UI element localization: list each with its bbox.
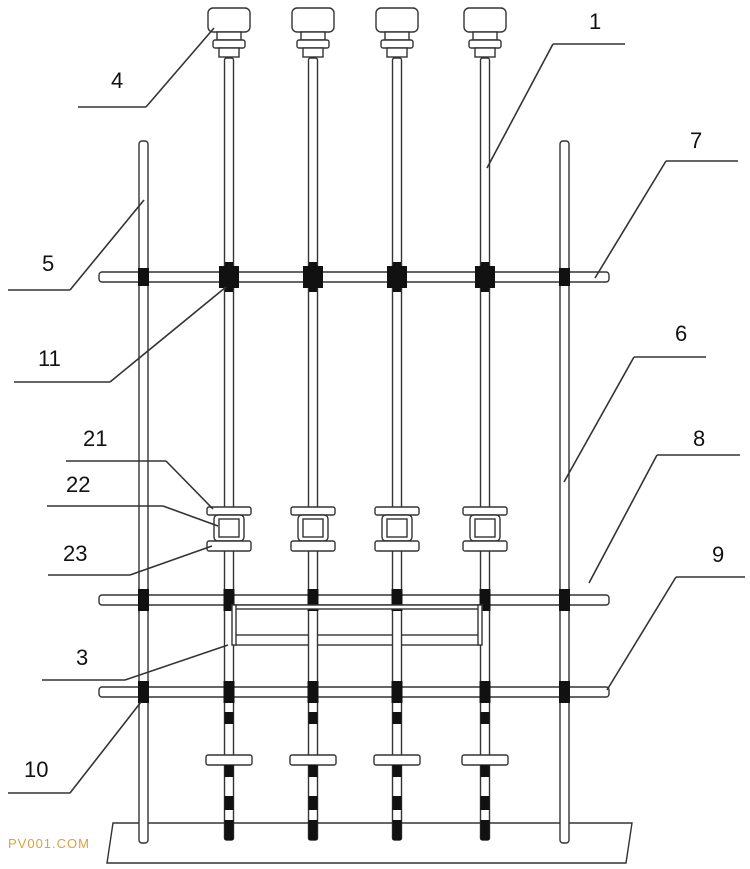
knob-neck-1 <box>216 31 242 41</box>
label-21: 21 <box>83 426 107 451</box>
lower-collar-2 <box>289 754 337 766</box>
segment-b-1 <box>224 765 234 777</box>
knob-neck-3 <box>384 31 410 41</box>
label-3: 3 <box>76 645 88 670</box>
joint-rod-mid-2 <box>307 589 319 611</box>
knob-collar-2 <box>296 39 330 49</box>
knob-3 <box>375 7 419 33</box>
clamp-lower-plate-3 <box>374 540 420 552</box>
joint-rod-mid-4 <box>479 589 491 611</box>
clamp-upper-plate-4 <box>462 506 508 516</box>
label-10: 10 <box>24 757 48 782</box>
label-23: 23 <box>63 541 87 566</box>
label-5: 5 <box>42 251 54 276</box>
lower-collar-1 <box>205 754 253 766</box>
lower-crossbar <box>98 686 610 698</box>
joint-rod-top-core-1 <box>225 262 233 292</box>
joint-left-mid <box>138 589 149 611</box>
joint-right-low <box>559 681 570 703</box>
vertical-rod-group <box>205 7 509 841</box>
segment-b-3 <box>392 765 402 777</box>
clamp-sleeve-inner-2 <box>302 518 324 538</box>
label-1: 1 <box>589 9 601 34</box>
lower-collar-3 <box>373 754 421 766</box>
joint-rod-mid-3 <box>391 589 403 611</box>
knob-base-4 <box>474 47 496 58</box>
clamp-lower-plate-2 <box>290 540 336 552</box>
clamp-upper-plate-1 <box>206 506 252 516</box>
joint-rod-low-4 <box>479 681 491 703</box>
knob-base-3 <box>386 47 408 58</box>
segment-a-3 <box>392 712 402 724</box>
clamp-lower-plate-4 <box>462 540 508 552</box>
clamp-upper-plate-2 <box>290 506 336 516</box>
knob-collar-3 <box>380 39 414 49</box>
joint-rod-top-core-2 <box>309 262 317 292</box>
middle-crossbar <box>98 594 610 606</box>
clamp-sleeve-inner-3 <box>386 518 408 538</box>
frame-part-3 <box>477 604 483 646</box>
connecting-frame <box>231 634 483 646</box>
label-6: 6 <box>675 321 687 346</box>
base-plate <box>106 822 633 864</box>
joint-rod-low-1 <box>223 681 235 703</box>
segment-a-1 <box>224 712 234 724</box>
knob-base-2 <box>302 47 324 58</box>
top-crossbar <box>98 271 610 283</box>
joint-rod-top-core-3 <box>393 262 401 292</box>
segment-d-1 <box>224 820 234 840</box>
joint-right-top <box>559 268 570 286</box>
frame-part-1 <box>231 604 483 610</box>
joint-left-low <box>138 681 149 703</box>
segment-c-1 <box>224 796 234 810</box>
knob-base-1 <box>218 47 240 58</box>
left-side-rod <box>138 140 149 844</box>
segment-b-2 <box>308 765 318 777</box>
frame-part-2 <box>231 604 237 646</box>
lower-collar-4 <box>461 754 509 766</box>
segment-d-2 <box>308 820 318 840</box>
knob-collar-4 <box>468 39 502 49</box>
label-7: 7 <box>690 128 702 153</box>
label-8: 8 <box>693 426 705 451</box>
label-9: 9 <box>712 542 724 567</box>
leader-lines <box>8 27 745 794</box>
clamp-sleeve-inner-1 <box>218 518 240 538</box>
joint-right-mid <box>559 589 570 611</box>
joint-rod-low-3 <box>391 681 403 703</box>
clamp-upper-plate-3 <box>374 506 420 516</box>
segment-a-2 <box>308 712 318 724</box>
joint-rod-top-core-4 <box>481 262 489 292</box>
knob-collar-1 <box>212 39 246 49</box>
label-4: 4 <box>111 68 123 93</box>
label-22: 22 <box>66 472 90 497</box>
knob-neck-2 <box>300 31 326 41</box>
segment-d-3 <box>392 820 402 840</box>
knob-neck-4 <box>472 31 498 41</box>
knob-2 <box>291 7 335 33</box>
label-11: 11 <box>38 346 61 371</box>
joint-rod-mid-1 <box>223 589 235 611</box>
segment-c-4 <box>480 796 490 810</box>
segment-a-4 <box>480 712 490 724</box>
right-side-rod <box>559 140 570 844</box>
segment-c-2 <box>308 796 318 810</box>
knob-4 <box>463 7 507 33</box>
clamp-lower-plate-1 <box>206 540 252 552</box>
segment-c-3 <box>392 796 402 810</box>
segment-b-4 <box>480 765 490 777</box>
joint-rod-low-2 <box>307 681 319 703</box>
clamp-sleeve-inner-4 <box>474 518 496 538</box>
segment-d-4 <box>480 820 490 840</box>
joint-left-top <box>138 268 149 286</box>
watermark-text: PV001.COM <box>8 836 90 851</box>
